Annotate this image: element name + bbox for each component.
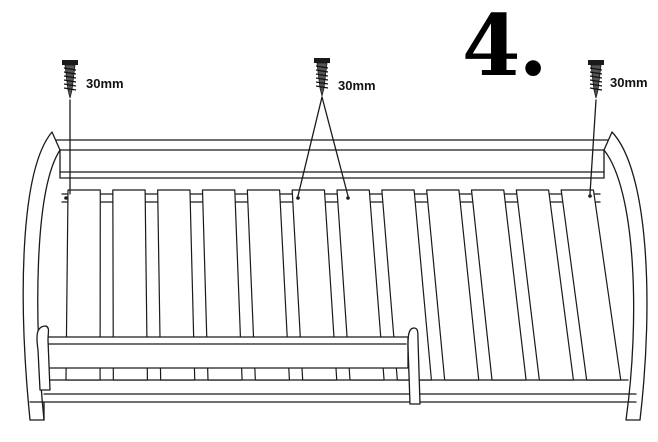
slats	[65, 189, 622, 381]
safety-guard-rail	[36, 325, 421, 405]
screw-label-right: 30mm	[610, 75, 648, 90]
screw-hole	[346, 196, 350, 200]
screw-hole	[588, 194, 592, 198]
right-side-panel	[603, 131, 648, 421]
front-rail	[43, 379, 637, 403]
screw-label-left: 30mm	[86, 76, 124, 91]
back-rail	[55, 139, 609, 179]
slat	[246, 189, 291, 381]
screw-label-center: 30mm	[338, 78, 376, 93]
slat	[426, 189, 480, 381]
slat	[560, 189, 622, 381]
slat	[291, 189, 338, 381]
screw-icon	[62, 60, 78, 99]
screw-hole	[296, 196, 300, 200]
screw-leader-lines	[69, 96, 597, 197]
slat	[336, 189, 385, 381]
screw-icon	[314, 58, 330, 97]
slat	[515, 189, 575, 381]
screw-hole	[64, 196, 68, 200]
slat	[65, 189, 101, 381]
screw-holes	[64, 194, 592, 200]
slat-support-bar	[61, 193, 601, 203]
slat	[381, 189, 433, 381]
screw-icon	[588, 60, 604, 99]
step-number: 4.	[462, 0, 548, 95]
screw-icons	[62, 58, 604, 99]
slat	[470, 189, 527, 381]
slat	[112, 189, 149, 381]
slat	[201, 189, 243, 381]
slat	[157, 189, 196, 381]
